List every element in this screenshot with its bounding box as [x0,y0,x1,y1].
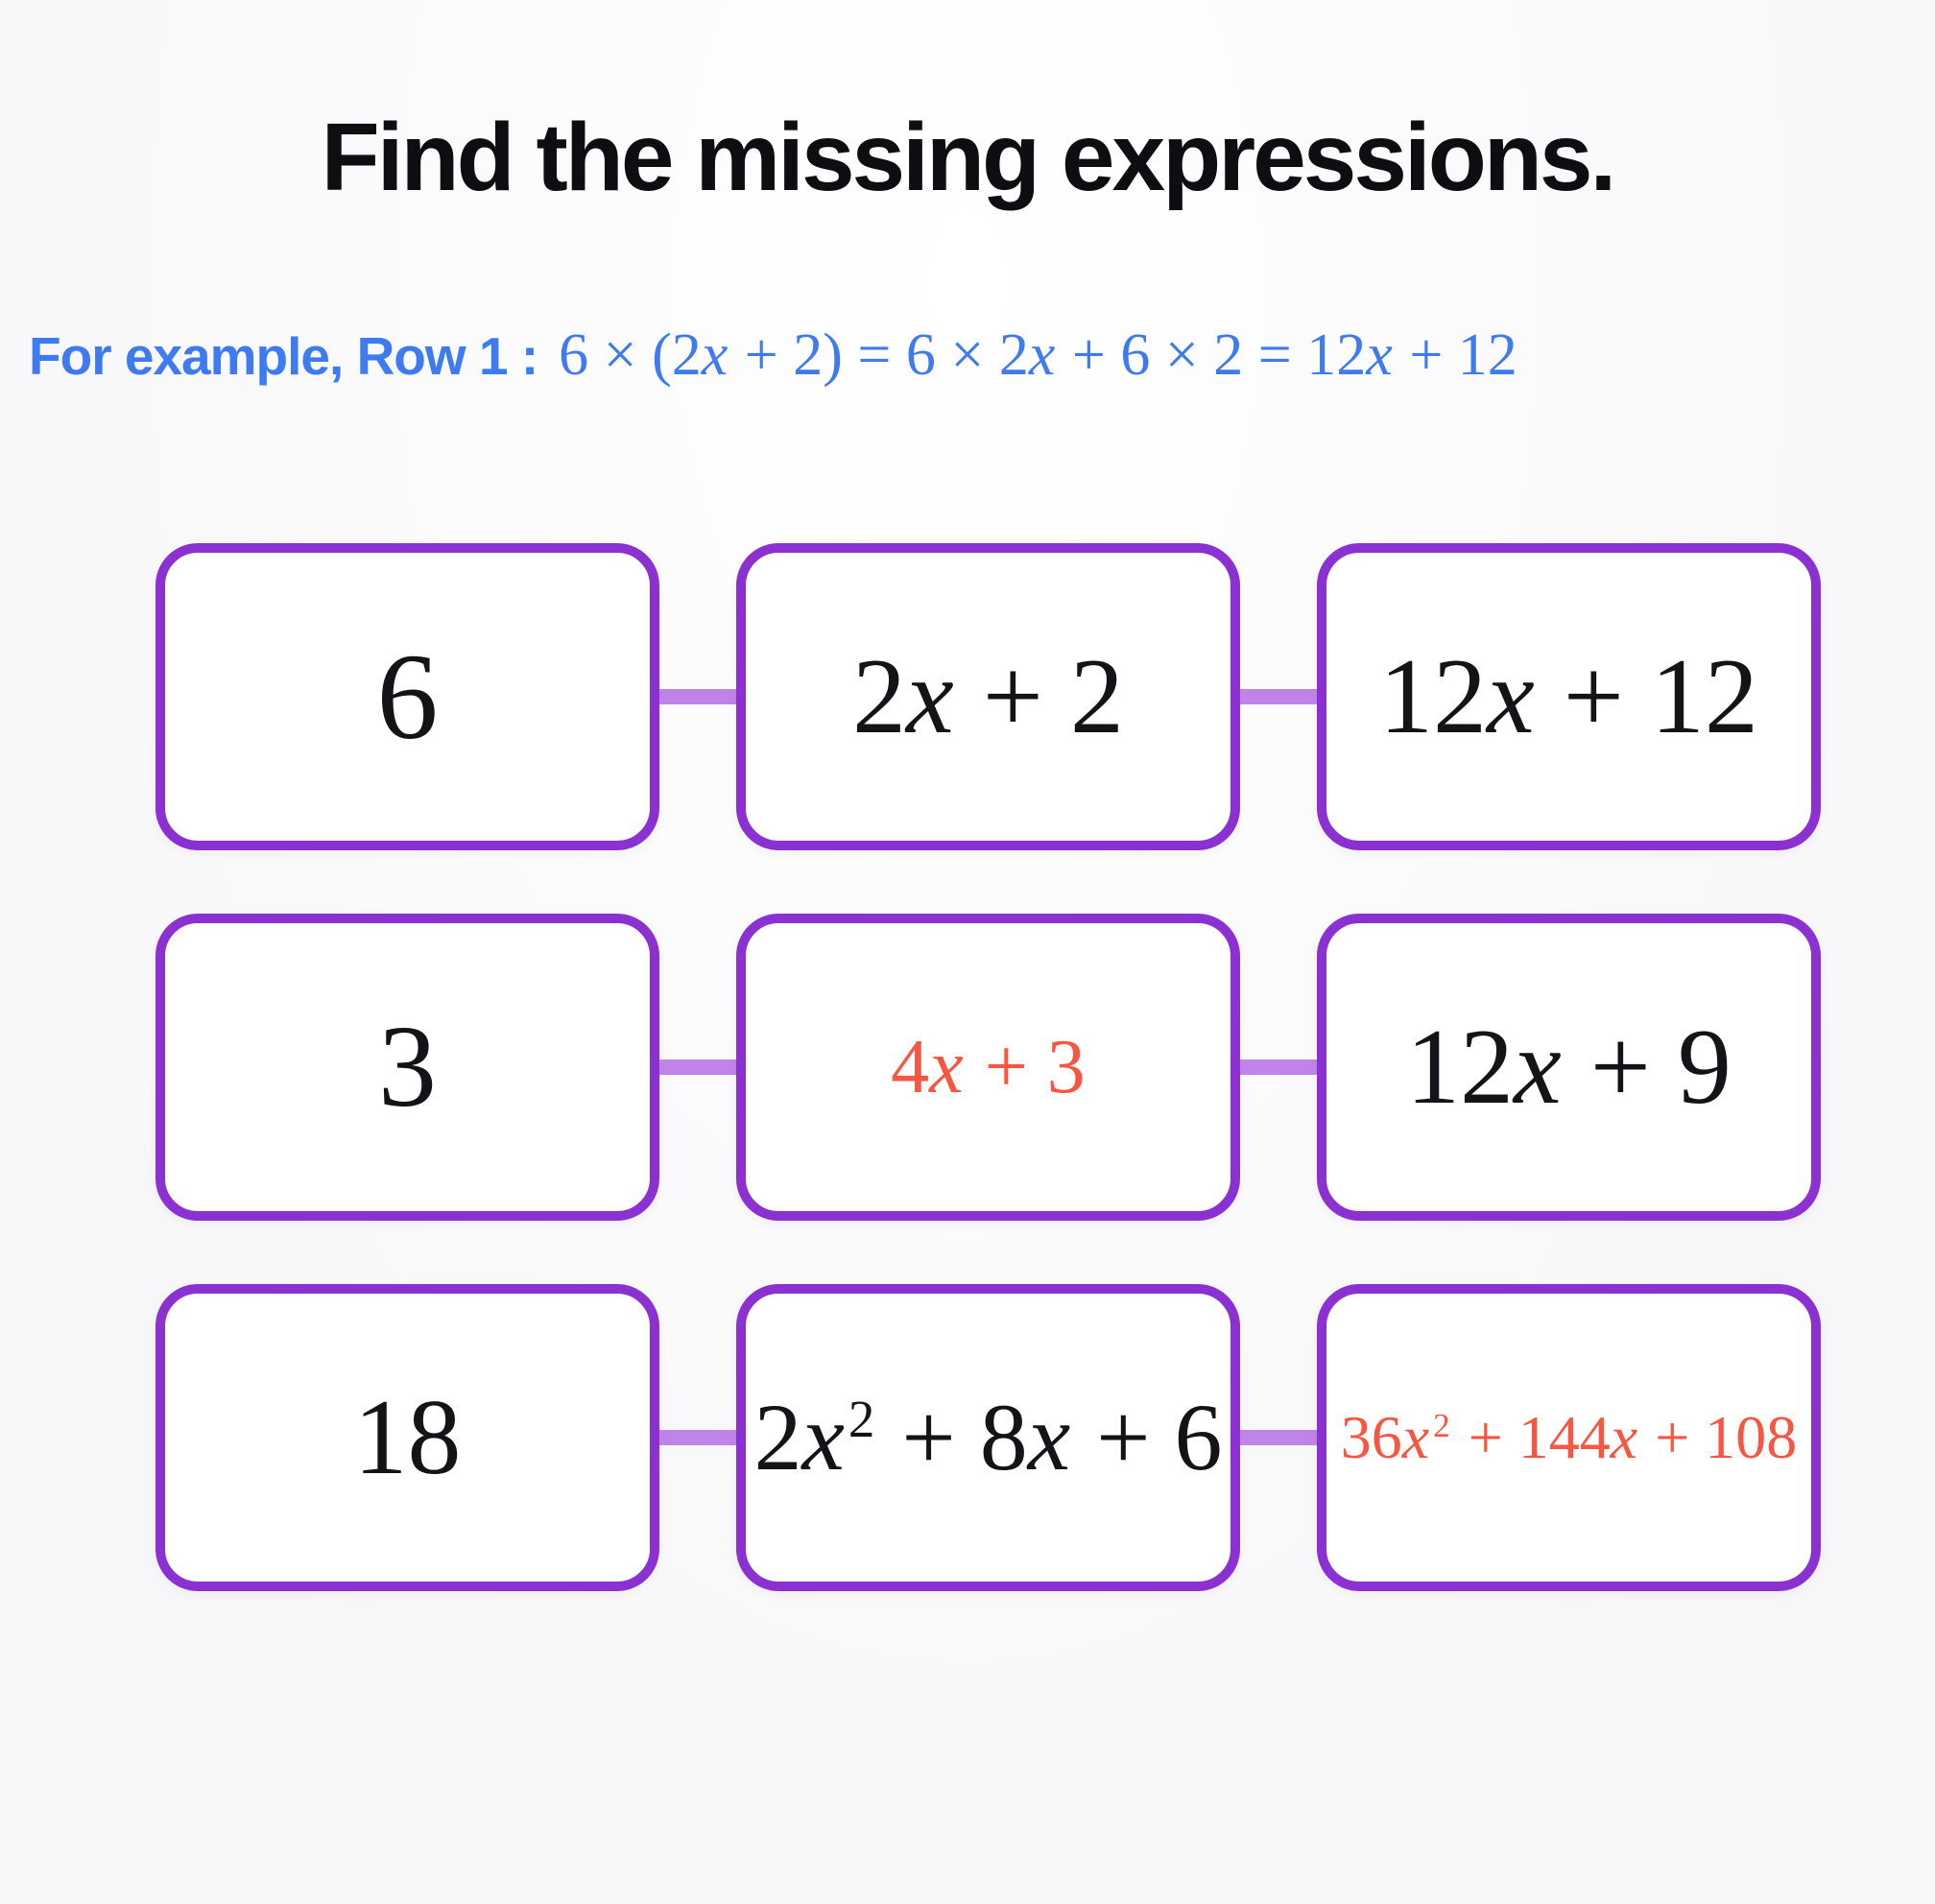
card-connector [659,1059,736,1075]
card-connector [1240,1059,1317,1075]
expression-card[interactable]: 12x + 9 [1317,914,1821,1221]
expression-card[interactable]: 6 [155,543,659,850]
card-connector [659,689,736,704]
expressions-grid: 6 2x + 2 12x + 12 3 4x + 3 12x + 9 18 2x… [155,543,1821,1591]
example-expression: 6 × (2x + 2) = 6 × 2x + 6 × 2 = 12x + 12 [559,322,1517,388]
expression-card[interactable]: 2x + 2 [736,543,1240,850]
page-title: Find the missing expressions. [321,104,1617,211]
example-label: For example, Row 1 : [29,326,538,386]
grid-row-1: 6 2x + 2 12x + 12 [155,543,1821,850]
expression-card[interactable]: 18 [155,1284,659,1591]
example-row: For example, Row 1 : 6 × (2x + 2) = 6 × … [29,321,1935,390]
expression-card[interactable]: 4x + 3 [736,914,1240,1221]
expression-card[interactable]: 12x + 12 [1317,543,1821,850]
grid-row-2: 3 4x + 3 12x + 9 [155,914,1821,1221]
card-connector [1240,1430,1317,1445]
expression-card[interactable]: 2x2 + 8x + 6 [736,1284,1240,1591]
card-connector [1240,689,1317,704]
expression-card[interactable]: 3 [155,914,659,1221]
card-connector [659,1430,736,1445]
